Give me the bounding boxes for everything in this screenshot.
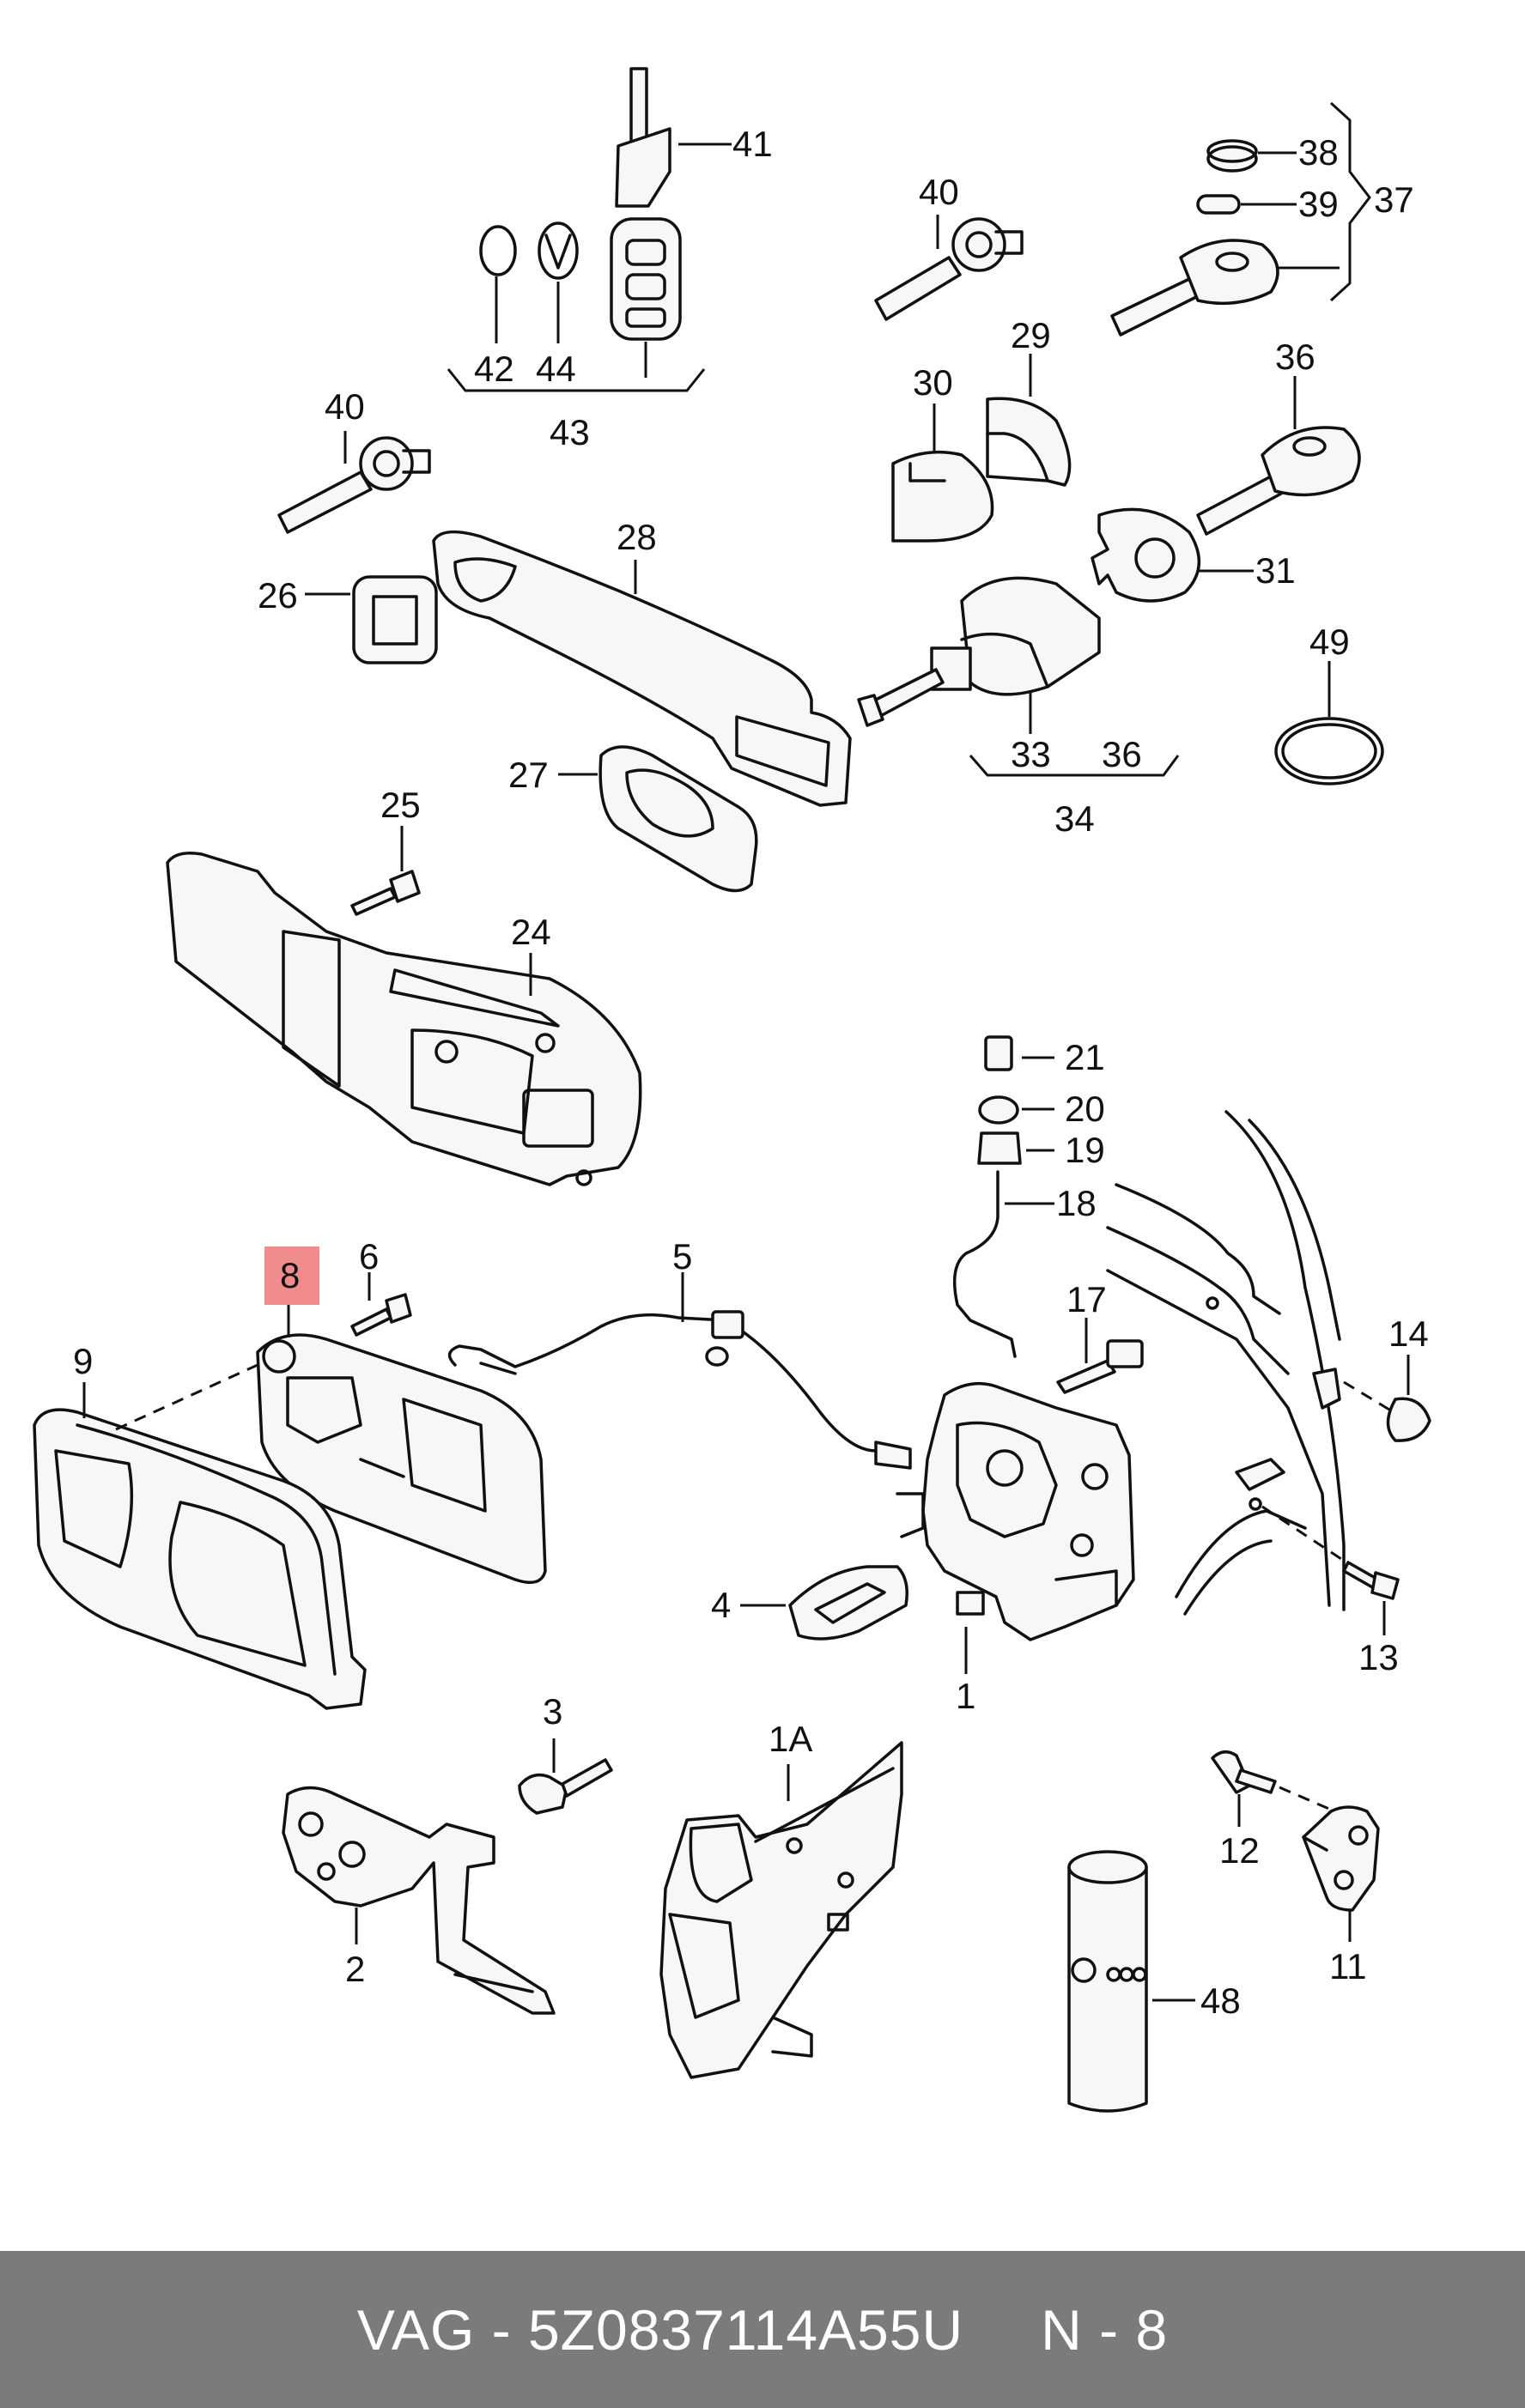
screw-part-12 xyxy=(1211,1750,1277,1794)
callout-39: 39 xyxy=(1298,184,1339,224)
callout-28: 28 xyxy=(617,517,657,557)
callout-40-left: 40 xyxy=(325,386,365,427)
callout-9: 9 xyxy=(73,1341,93,1381)
part-number-label: VAG - 5Z0837114A55U xyxy=(356,2297,964,2362)
callout-13: 13 xyxy=(1358,1637,1399,1677)
callout-6: 6 xyxy=(359,1236,379,1277)
callout-8: 8 xyxy=(280,1255,300,1295)
switch-part-17 xyxy=(1056,1339,1144,1394)
callout-33: 33 xyxy=(1011,734,1051,774)
folding-key-part-40-left xyxy=(277,436,431,534)
callout-36-cylinder: 36 xyxy=(1102,734,1142,774)
striker-plate-part-11 xyxy=(1302,1805,1380,1912)
lever-part-31 xyxy=(1091,507,1200,603)
callout-37: 37 xyxy=(1374,179,1414,220)
callout-5: 5 xyxy=(672,1236,692,1277)
cover-part-1A xyxy=(659,1741,903,2079)
exploded-parts-diagram: 41 42 44 43 40 40 38 39 37 36 29 30 28 2… xyxy=(33,67,1431,2113)
callout-20: 20 xyxy=(1065,1089,1105,1129)
callout-44: 44 xyxy=(536,349,576,389)
callout-11: 11 xyxy=(1329,1946,1367,1986)
door-frame xyxy=(1106,1110,1346,1616)
callout-30: 30 xyxy=(913,362,953,403)
callout-1A: 1A xyxy=(769,1719,812,1759)
callout-4: 4 xyxy=(711,1585,731,1625)
battery-part-38 xyxy=(1206,139,1258,173)
grommet-part-14 xyxy=(1386,1397,1431,1442)
lock-cylinder-part-33 xyxy=(857,576,1101,727)
screw-part-25 xyxy=(350,870,421,916)
callout-34: 34 xyxy=(1054,798,1095,839)
door-lock-part-1 xyxy=(896,1381,1135,1641)
ring-part-49 xyxy=(1274,717,1384,785)
callout-25: 25 xyxy=(380,785,421,825)
callout-26: 26 xyxy=(258,575,298,616)
part-number-footer: VAG - 5Z0837114A55U N - 8 xyxy=(0,2251,1525,2408)
plate-part-4 xyxy=(788,1565,908,1641)
callout-12: 12 xyxy=(1219,1830,1260,1871)
callout-27: 27 xyxy=(508,755,549,795)
callout-29: 29 xyxy=(1011,315,1051,355)
screw-part-13 xyxy=(1342,1561,1400,1600)
gasket-part-27 xyxy=(598,745,758,893)
seal-part-8 xyxy=(256,1333,547,1585)
callout-21: 21 xyxy=(1065,1037,1105,1077)
bracket-part-2 xyxy=(282,1786,556,2015)
folding-key-part-40-right xyxy=(874,217,1024,321)
callout-1: 1 xyxy=(956,1676,975,1716)
key-blade-part-41 xyxy=(615,67,671,208)
bolt-part-21 xyxy=(984,1035,1013,1071)
callout-42: 42 xyxy=(474,349,514,389)
callout-38: 38 xyxy=(1298,132,1339,173)
callout-31: 31 xyxy=(1255,550,1296,591)
rod-part-18 xyxy=(952,1170,1017,1358)
o-ring-part-42 xyxy=(479,225,517,276)
bolt-part-3 xyxy=(518,1758,613,1815)
callout-36-key: 36 xyxy=(1275,337,1315,377)
callout-49: 49 xyxy=(1309,622,1350,662)
diagram-position-label: N - 8 xyxy=(1041,2297,1169,2362)
door-handle-part-28 xyxy=(432,530,852,807)
callout-41: 41 xyxy=(732,124,773,164)
remote-housing-part xyxy=(610,217,682,341)
emblem-part-44 xyxy=(538,221,579,280)
cap-part-30 xyxy=(891,450,994,543)
trim-part-9 xyxy=(33,1408,367,1710)
callout-43: 43 xyxy=(550,412,590,452)
callout-19: 19 xyxy=(1065,1130,1105,1170)
callout-highlight xyxy=(264,1246,319,1305)
seal-part-26 xyxy=(352,575,438,664)
callout-3: 3 xyxy=(543,1691,562,1732)
callout-14: 14 xyxy=(1388,1313,1429,1354)
callout-2: 2 xyxy=(345,1949,365,1989)
bulb-part-39 xyxy=(1196,194,1241,215)
grommet-part-19 xyxy=(977,1131,1022,1165)
key-part-37 xyxy=(1110,239,1279,337)
washer-part-20 xyxy=(978,1095,1019,1125)
handle-carrier-part-24 xyxy=(166,852,642,1186)
grease-can-part-48 xyxy=(1067,1850,1148,2113)
callout-40-right: 40 xyxy=(919,172,959,212)
key-part-36 xyxy=(1196,426,1361,536)
callout-48: 48 xyxy=(1200,1980,1241,2021)
callout-18: 18 xyxy=(1056,1183,1097,1223)
callout-24: 24 xyxy=(511,912,551,952)
callout-17: 17 xyxy=(1066,1279,1107,1319)
cap-part-29 xyxy=(986,397,1072,487)
bowden-cable-part-5 xyxy=(447,1310,912,1470)
screw-part-6 xyxy=(350,1293,412,1337)
